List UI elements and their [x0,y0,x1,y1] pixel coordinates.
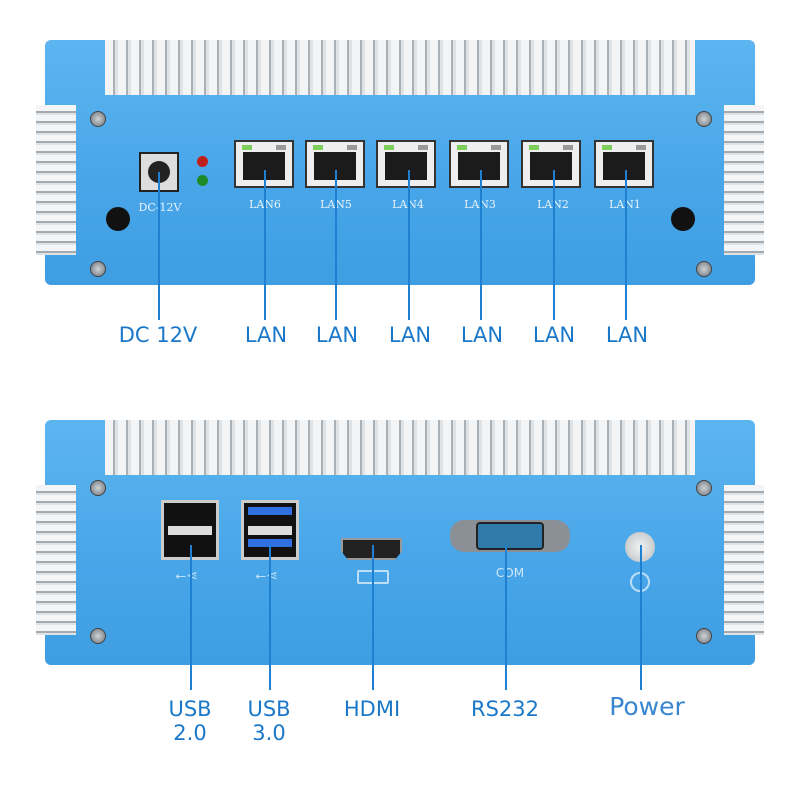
leader-line [640,545,642,690]
right-heatsink-fins [724,485,764,635]
callout-usb3-line2: 3.0 [252,721,286,745]
callout-rs232: RS232 [470,697,540,721]
screw [696,261,712,277]
top-heatsink-fins [105,420,695,475]
leader-line [372,545,374,690]
usb-icon: ⭠⋖ [175,568,198,584]
screw [90,261,106,277]
leader-line [190,545,192,690]
leader-line [625,170,627,320]
lan2-port [521,140,581,188]
leader-line [480,170,482,320]
callout-power: Power [609,692,685,721]
dc-printed-label: DC-12V [138,201,182,214]
led-red [197,156,208,167]
callout-dc12v: DC 12V [118,323,198,347]
usb-icon: ⭠⋖ [255,568,278,584]
right-heatsink-fins [724,105,764,255]
screw [696,628,712,644]
callout-lan: LAN [388,323,432,347]
led-green [197,175,208,186]
screw [90,111,106,127]
top-heatsink-fins [105,40,695,95]
leader-line [335,170,337,320]
callout-lan: LAN [532,323,576,347]
screw [696,480,712,496]
leader-line [269,545,271,690]
callout-lan: LAN [244,323,288,347]
leader-line [264,170,266,320]
left-heatsink-fins [36,485,76,635]
mount-hole [671,207,695,231]
com-port [450,520,570,552]
mount-hole [106,207,130,231]
callout-lan: LAN [315,323,359,347]
leader-line [505,545,507,690]
callout-usb3-line1: USB [247,697,291,721]
lan1-port [594,140,654,188]
leader-line [408,170,410,320]
callout-usb2-line2: 2.0 [173,721,207,745]
callout-lan: LAN [460,323,504,347]
leader-line [553,170,555,320]
callout-hdmi: HDMI [343,697,401,721]
leader-line [158,172,160,320]
lan4-port [376,140,436,188]
screw [90,628,106,644]
com-printed: COM [495,566,525,580]
callout-lan: LAN [605,323,649,347]
screw [90,480,106,496]
hdmi-port [341,538,402,560]
screw [696,111,712,127]
callout-usb2-line1: USB [168,697,212,721]
left-heatsink-fins [36,105,76,255]
lan3-port [449,140,509,188]
